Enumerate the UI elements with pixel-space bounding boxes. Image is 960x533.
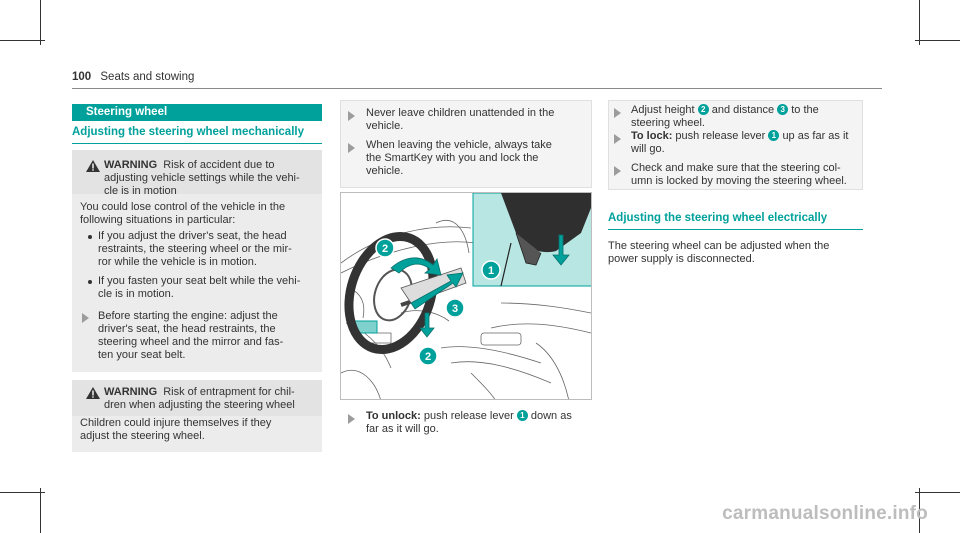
step-line: Never leave children unattended in the	[366, 107, 555, 119]
warning-triangle-icon	[86, 387, 100, 399]
instruction-panel	[608, 100, 863, 190]
warning-box-entrapment	[72, 380, 322, 452]
callout-1: 1	[488, 265, 494, 277]
lock-step-line: will go.	[631, 143, 665, 155]
subheading-mechanical: Adjusting the steering wheel mechanicall…	[72, 126, 304, 138]
warning-title-line: WARNING Risk of accident due to	[104, 159, 275, 171]
section-title: Steering wheel	[72, 104, 322, 121]
page-header: 100 Seats and stowing	[72, 71, 194, 83]
warning-body-line: following situations in particular:	[80, 214, 236, 226]
callout-2-lower: 2	[425, 351, 431, 363]
check-step-line: umn is locked by moving the steering whe…	[631, 175, 847, 187]
body-line: The steering wheel can be adjusted when …	[608, 240, 830, 252]
lock-label: To lock:	[631, 130, 673, 142]
header-divider	[72, 88, 882, 89]
step-arrow-icon	[348, 414, 355, 424]
warning-title-line: dren when adjusting the steering wheel	[104, 399, 295, 411]
step-line: vehicle.	[366, 120, 404, 132]
unlock-step-line: far as it will go.	[366, 423, 439, 435]
bullet-line: If you fasten your seat belt while the v…	[98, 275, 301, 287]
adjust-step-line: Adjust height 2 and distance 3 to the	[631, 104, 819, 116]
warning-title-line: cle is in motion	[104, 185, 177, 197]
callout-markers	[375, 238, 501, 366]
bullet-line: cle is in motion.	[98, 288, 174, 300]
page-number: 100	[72, 71, 92, 83]
step-arrow-icon	[614, 108, 621, 118]
subheading-rule	[608, 229, 863, 230]
step-line: vehicle.	[366, 165, 404, 177]
subheading-electric: Adjusting the steering wheel electricall…	[608, 212, 828, 224]
step-arrow-icon	[614, 166, 621, 176]
check-step-line: Check and make sure that the steering co…	[631, 162, 841, 174]
bullet-line: If you adjust the driver's seat, the hea…	[98, 230, 287, 242]
bullet-dot	[88, 235, 92, 239]
callout-3: 3	[452, 303, 458, 315]
warning-body-line: adjust the steering wheel.	[80, 430, 205, 442]
warning-body-line: Children could injure themselves if they	[80, 417, 272, 429]
step-line: Before starting the engine: adjust the	[98, 310, 278, 322]
callout-badge: 2	[697, 104, 709, 115]
body-line: power supply is disconnected.	[608, 253, 755, 265]
warning-title-line: adjusting vehicle settings while the veh…	[104, 172, 300, 184]
bullet-line: ror while the vehicle is in motion.	[98, 256, 257, 268]
step-line: driver's seat, the head restraints, the	[98, 323, 276, 335]
step-line: the SmartKey with you and lock the	[366, 152, 539, 164]
step-arrow-icon	[614, 134, 621, 144]
step-line: steering wheel and the mirror and fas-	[98, 336, 284, 348]
callout-2: 2	[382, 243, 388, 255]
instruction-panel	[340, 100, 592, 188]
warning-box-accident	[72, 150, 322, 372]
warning-label: WARNING	[104, 386, 158, 398]
warning-label: WARNING	[104, 159, 158, 171]
warning-body-line: You could lose control of the vehicle in…	[80, 201, 286, 213]
lock-step-line: To lock: push release lever 1 up as far …	[631, 130, 849, 142]
warning-title-line: WARNING Risk of entrapment for chil-	[104, 386, 295, 398]
unlock-step-line: To unlock: push release lever 1 down as	[366, 410, 572, 422]
adjust-step-line: steering wheel.	[631, 117, 705, 129]
unlock-label: To unlock:	[366, 410, 421, 422]
bullet-dot	[88, 280, 92, 284]
steering-wheel-illustration: 1 2 3 2	[340, 192, 592, 400]
bullet-line: restraints, the steering wheel or the mi…	[98, 243, 292, 255]
page-header-title: Seats and stowing	[100, 71, 195, 83]
step-arrow-icon	[348, 143, 355, 153]
step-line: When leaving the vehicle, always take	[366, 139, 552, 151]
step-arrow-icon	[348, 111, 355, 121]
warning-triangle-icon	[86, 160, 100, 172]
subheading-rule	[72, 143, 322, 144]
callout-badge: 3	[777, 104, 789, 115]
steering-illustration-drawing: 1 2 3 2	[341, 193, 591, 399]
callout-badge: 1	[768, 130, 780, 141]
step-line: ten your seat belt.	[98, 349, 186, 361]
callout-badge: 1	[516, 410, 528, 421]
watermark: carmanualsonline.info	[722, 503, 928, 524]
step-arrow-icon	[82, 313, 89, 323]
